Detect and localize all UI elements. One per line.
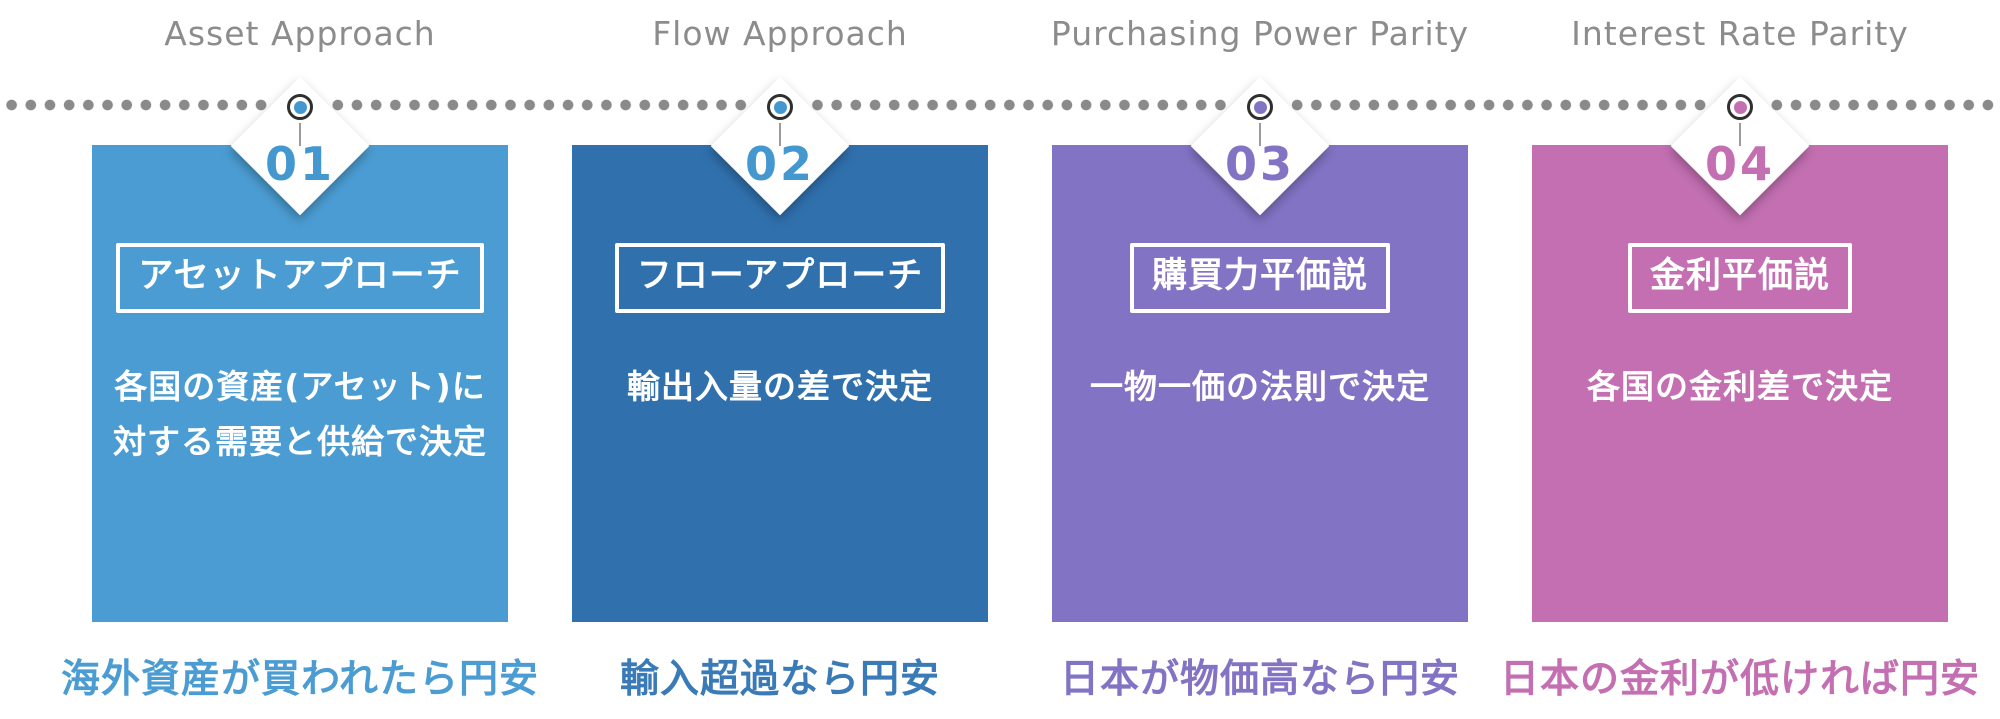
section-card: 購買力平価説 一物一価の法則で決定 <box>1052 145 1468 622</box>
card-title-box: 金利平価説 <box>1627 243 1852 313</box>
section-number: 03 <box>1224 137 1295 191</box>
section-card: フローアプローチ 輸出入量の差で決定 <box>572 145 988 622</box>
timeline-dotted-line <box>0 99 2000 111</box>
card-body-line: 各国の金利差で決定 <box>1587 366 1893 406</box>
section-en-label: Interest Rate Parity <box>1571 14 1909 53</box>
card-body-text: 一物一価の法則で決定 <box>1090 359 1430 414</box>
timeline-node-dot <box>773 100 787 114</box>
card-body-text: 各国の資産(アセット)に 対する需要と供給で決定 <box>113 359 487 469</box>
section-flow-approach: Flow Approach フローアプローチ 輸出入量の差で決定 02 輸入超過… <box>540 0 1020 719</box>
section-number: 02 <box>744 137 815 191</box>
timeline-node-dot <box>1253 100 1267 114</box>
timeline-node-dot <box>1733 100 1747 114</box>
marker-stem-line <box>1259 123 1261 146</box>
section-caption: 日本が物価高なら円安 <box>1059 657 1460 702</box>
section-caption: 輸入超過なら円安 <box>619 657 940 702</box>
card-body-line: 輸出入量の差で決定 <box>627 366 933 406</box>
card-body-line: 対する需要と供給で決定 <box>113 421 487 461</box>
section-number: 04 <box>1704 137 1775 191</box>
timeline-node-icon <box>287 94 313 120</box>
marker-stem-line <box>779 123 781 146</box>
marker-stem-line <box>1739 123 1741 146</box>
section-purchasing-power-parity: Purchasing Power Parity 購買力平価説 一物一価の法則で決… <box>1020 0 1500 719</box>
card-body-line: 各国の資産(アセット)に <box>114 366 486 406</box>
card-body-line: 一物一価の法則で決定 <box>1090 366 1430 406</box>
section-number: 01 <box>264 137 335 191</box>
card-body-text: 輸出入量の差で決定 <box>627 359 933 414</box>
section-card: アセットアプローチ 各国の資産(アセット)に 対する需要と供給で決定 <box>92 145 508 622</box>
section-en-label: Flow Approach <box>652 14 908 53</box>
timeline-node-icon <box>1727 94 1753 120</box>
section-interest-rate-parity: Interest Rate Parity 金利平価説 各国の金利差で決定 04 … <box>1500 0 1980 719</box>
section-card: 金利平価説 各国の金利差で決定 <box>1532 145 1948 622</box>
card-title-box: フローアプローチ <box>614 243 946 313</box>
section-en-label: Purchasing Power Parity <box>1050 14 1470 53</box>
timeline-node-icon <box>767 94 793 120</box>
timeline-node-dot <box>293 100 307 114</box>
card-title-box: 購買力平価説 <box>1129 243 1390 313</box>
section-asset-approach: Asset Approach アセットアプローチ 各国の資産(アセット)に 対す… <box>60 0 540 719</box>
section-caption: 日本の金利が低ければ円安 <box>1500 657 1981 702</box>
marker-stem-line <box>299 123 301 146</box>
section-en-label: Asset Approach <box>164 14 436 53</box>
section-caption: 海外資産が買われたら円安 <box>60 657 540 702</box>
card-title-box: アセットアプローチ <box>116 243 484 313</box>
card-body-text: 各国の金利差で決定 <box>1587 359 1893 414</box>
timeline-node-icon <box>1247 94 1273 120</box>
